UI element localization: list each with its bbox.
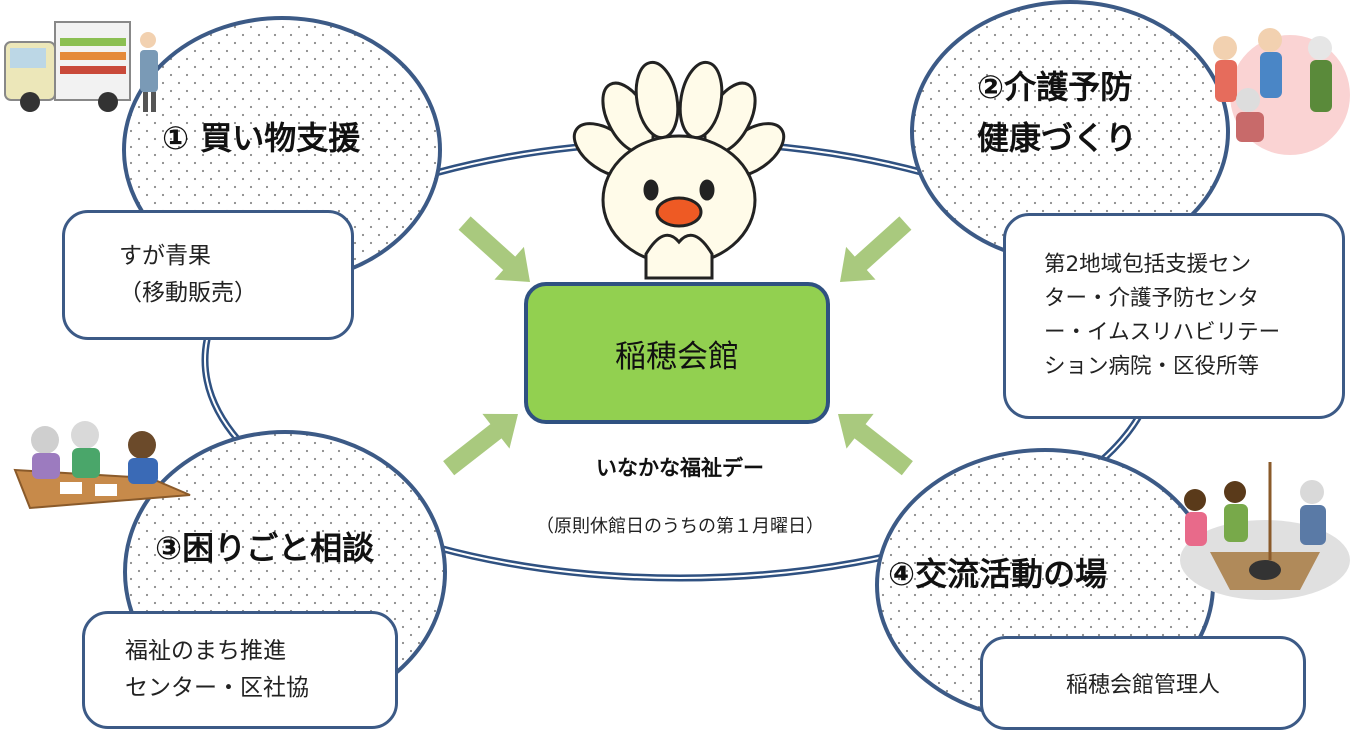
arrow-from-care <box>840 216 912 282</box>
arrows <box>443 216 913 476</box>
provider-line: ター・介護予防センタ <box>1044 286 1260 312</box>
provider-line: 福祉のまち推進 <box>125 638 286 665</box>
consultation-people-icon <box>13 421 191 510</box>
title-consult: ③困りごと相談 <box>155 529 375 567</box>
title-shopping: ① 買い物支援 <box>162 119 361 157</box>
arrow-from-consult <box>443 413 518 476</box>
arrow-from-exchange <box>838 413 913 476</box>
provider-line: （移動販売） <box>119 280 257 306</box>
provider-line: ー・イムスリハビリテー <box>1044 320 1281 345</box>
provider-line: 稲穂会館管理人 <box>1065 673 1220 698</box>
event-schedule-note: （原則休館日のうちの第１月曜日） <box>536 516 824 537</box>
provider-box-exchange: 稲穂会館管理人 <box>980 636 1306 730</box>
title-exchange: ④交流活動の場 <box>888 555 1108 593</box>
provider-line: ション病院・区役所等 <box>1044 353 1260 379</box>
mobile-vendor-truck-icon <box>4 21 158 112</box>
title-care-line-2: 健康づくり <box>977 119 1138 158</box>
provider-line: 第2地域包括支援セン <box>1044 252 1252 278</box>
provider-line: センター・区社協 <box>125 675 309 701</box>
provider-box-consult: 福祉のまち推進 センター・区社協 <box>82 611 398 729</box>
event-name: いなかな福祉デー <box>596 456 764 480</box>
arrow-from-shopping <box>458 216 530 282</box>
center-hall-box: 稲穂会館 <box>524 282 830 424</box>
provider-box-care: 第2地域包括支援セン ター・介護予防センタ ー・イムスリハビリテー ション病院・… <box>1003 213 1345 419</box>
hearth-gathering-icon <box>1180 462 1350 600</box>
title-care: ②介護予防 健康づくり <box>977 66 1137 160</box>
provider-line: すが青果 <box>119 243 211 270</box>
mascot-icon <box>572 60 786 280</box>
center-hall-label: 稲穂会館 <box>615 338 739 375</box>
provider-box-shopping: すが青果 （移動販売） <box>62 210 354 340</box>
title-care-line-1: ②介護予防 <box>977 68 1133 106</box>
exercise-people-icon <box>1213 28 1350 155</box>
